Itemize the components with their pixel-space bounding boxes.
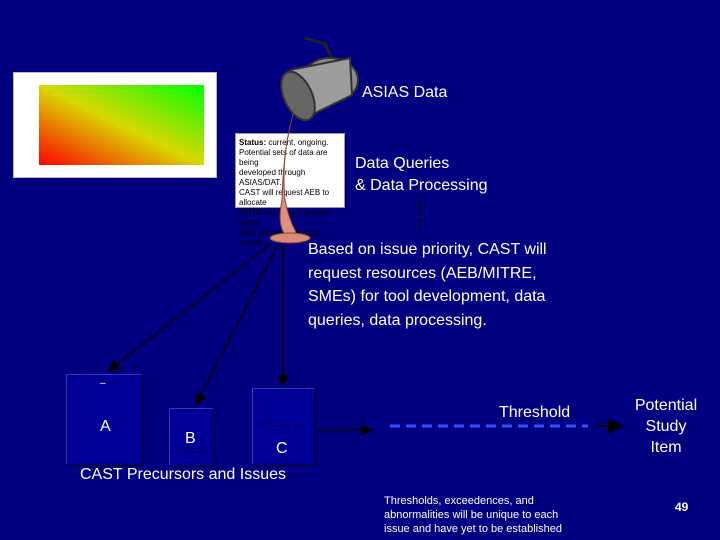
- box-a-label: A: [100, 418, 111, 435]
- resource-request-text: Based on issue priority, CAST will reque…: [308, 241, 547, 329]
- status-heading: Status:: [239, 138, 267, 147]
- heat-gradient: [39, 85, 204, 165]
- pouring-bucket-icon: [269, 36, 359, 244]
- box-c-label: C: [276, 440, 288, 457]
- threshold-label: Threshold: [499, 404, 571, 421]
- data-queries-label: Data Queries & Data Processing: [355, 155, 488, 194]
- asias-data-label: ASIAS Data: [362, 84, 448, 101]
- box-a: – A: [66, 374, 142, 464]
- box-b-label: B: [185, 430, 196, 447]
- status-line: current, ongoing.: [268, 138, 329, 147]
- cast-precursors-label: CAST Precursors and Issues: [80, 466, 287, 483]
- heat-chart-thumbnail: [13, 72, 217, 178]
- status-line: tools and provide query results: [239, 228, 323, 247]
- box-b: B: [169, 408, 213, 465]
- page-number: 49: [675, 500, 689, 514]
- status-line: developed through ASIAS/DAT.: [239, 168, 306, 187]
- potential-study-item-label: Potential Study Item: [634, 397, 698, 456]
- status-line: Potential sets of data are being: [239, 148, 328, 167]
- threshold-note: Thresholds, exceedences, and abnormaliti…: [384, 495, 562, 535]
